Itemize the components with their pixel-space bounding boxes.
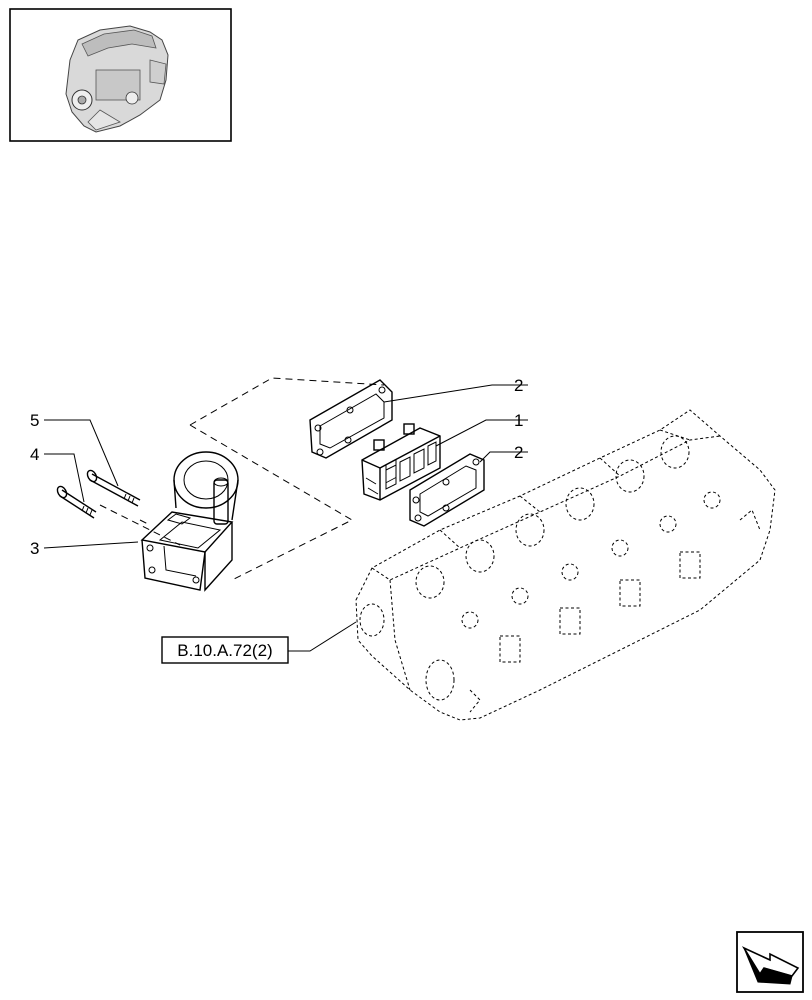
callout-2-upper: 2: [514, 376, 523, 395]
reference-box[interactable]: [161, 636, 289, 664]
part-4-bolt: [56, 485, 97, 519]
part-2-upper-gasket: [309, 379, 393, 459]
callout-3: 3: [30, 539, 39, 558]
leader-lines: [43, 384, 528, 652]
reference-link[interactable]: B.10.A.72(2): [161, 636, 289, 664]
next-page-arrow-icon: [741, 946, 800, 985]
part-3-housing: [140, 451, 239, 592]
part-5-bolt: [86, 469, 141, 507]
engine-thumbnail-icon: [65, 25, 169, 133]
callout-2-lower: 2: [514, 443, 523, 462]
engine-thumbnail: [9, 8, 232, 142]
next-page-button[interactable]: [736, 931, 804, 993]
callout-4: 4: [30, 445, 39, 464]
callout-5: 5: [30, 411, 39, 430]
callout-1: 1: [514, 411, 523, 430]
part-2-lower-gasket: [409, 453, 485, 527]
part-1-cover: [361, 423, 441, 501]
reference-label[interactable]: B.10.A.72(2): [177, 641, 272, 660]
assembly-envelope: [99, 377, 385, 581]
cylinder-head-outline: [355, 409, 776, 721]
